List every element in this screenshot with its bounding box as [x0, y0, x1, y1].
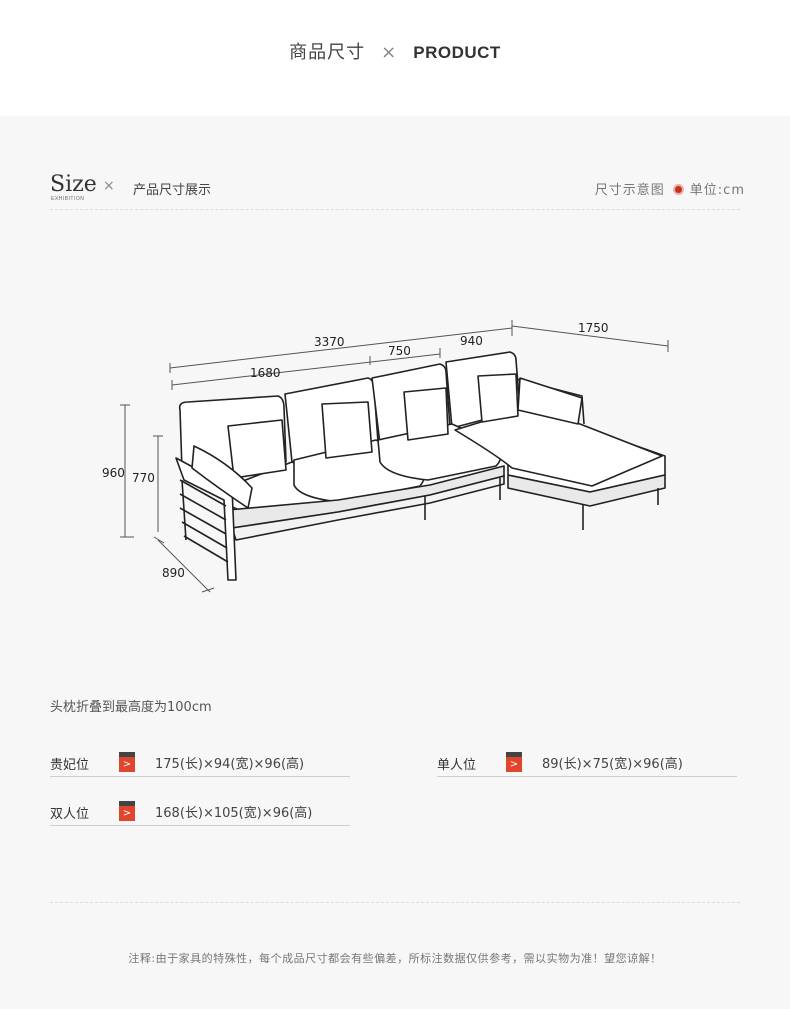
spec-row-chaise: 贵妃位 > 175(长)×94(宽)×96(高)	[50, 748, 350, 777]
spec-row-single: 单人位 > 89(长)×75(宽)×96(高)	[437, 748, 737, 777]
spec-value: 89(长)×75(宽)×96(高)	[542, 757, 683, 772]
arrow-right-icon: >	[119, 801, 135, 821]
legend-text: 尺寸示意图	[594, 183, 665, 198]
header-title: 商品尺寸 × PRODUCT	[0, 38, 790, 64]
arrow-right-icon: >	[506, 752, 522, 772]
spec-label: 单人位	[437, 758, 477, 773]
section-caption: 产品尺寸展示	[133, 183, 212, 198]
dim-total-width: 3370	[314, 335, 345, 349]
legend-dot-icon	[672, 184, 684, 195]
spec-label: 双人位	[50, 807, 90, 822]
dim-mid-width: 750	[388, 344, 411, 358]
size-logo-sub: EXHIBITION	[51, 196, 85, 202]
legend: 尺寸示意图 单位:cm	[595, 179, 745, 198]
spec-row-double: 双人位 > 168(长)×105(宽)×96(高)	[50, 797, 350, 826]
dim-side-width: 940	[460, 334, 483, 348]
header-title-cn: 商品尺寸	[289, 42, 366, 63]
divider-top	[50, 209, 740, 210]
dim-main-width: 1680	[250, 366, 281, 380]
header-title-en: PRODUCT	[413, 43, 501, 62]
dim-depth: 890	[162, 566, 185, 580]
divider-bottom	[50, 902, 740, 903]
arrow-right-icon: >	[119, 752, 135, 772]
dim-height-total: 960	[102, 466, 125, 480]
unit-text: 单位:cm	[689, 183, 745, 198]
header-band: 商品尺寸 × PRODUCT	[0, 0, 790, 116]
pillow-note: 头枕折叠到最高度为100cm	[50, 700, 212, 715]
separator-x-icon: ×	[103, 178, 115, 194]
size-logo: Size	[50, 172, 97, 197]
dim-chaise-length: 1750	[578, 321, 609, 335]
spec-value: 168(长)×105(宽)×96(高)	[155, 806, 313, 821]
close-icon: ×	[381, 42, 398, 63]
spec-label: 贵妃位	[50, 758, 90, 773]
footer-disclaimer: 注释:由于家具的特殊性，每个成品尺寸都会有些偏差，所标注数据仅供参考，需以实物为…	[128, 952, 662, 965]
spec-value: 175(长)×94(宽)×96(高)	[155, 757, 305, 772]
dim-height-back: 770	[132, 471, 155, 485]
sofa-dimension-diagram: 3370 1750 1680 750 940 960 770 890	[102, 320, 669, 593]
